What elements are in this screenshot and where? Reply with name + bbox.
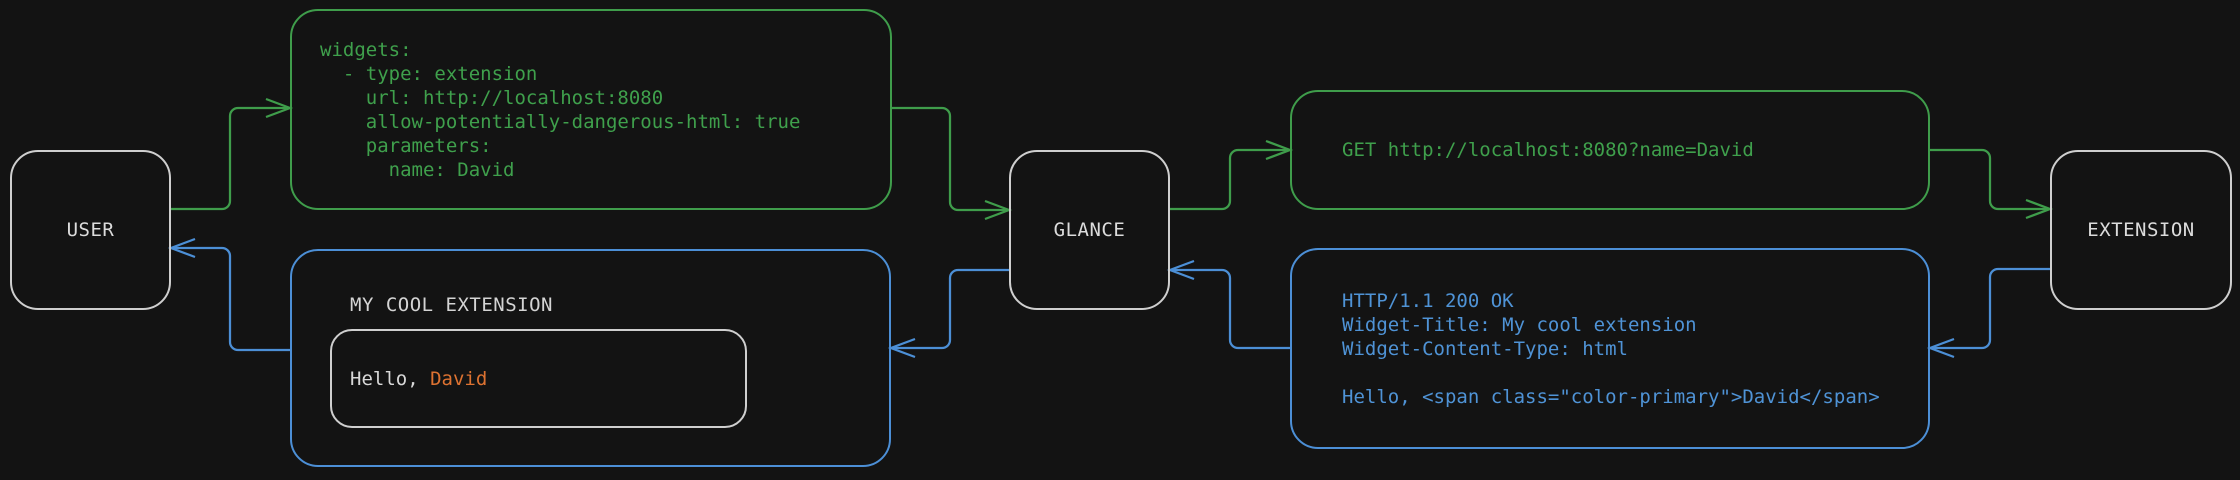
arrow-user-to-config: [171, 97, 294, 211]
arrow-request-to-extension: [1930, 148, 2054, 220]
widget-preview-title: MY COOL EXTENSION: [350, 294, 553, 316]
arrow-extension-to-response: [1926, 267, 2050, 359]
arrowhead-left-icon: [167, 237, 196, 259]
arrowhead-right-icon: [2025, 198, 2054, 220]
arrow-widget-to-user: [167, 237, 290, 352]
widget-preview-box: MY COOL EXTENSION Hello, David: [290, 249, 891, 467]
node-user-label: USER: [66, 219, 115, 241]
node-glance: GLANCE: [1009, 150, 1170, 310]
http-response-box: HTTP/1.1 200 OK Widget-Title: My cool ex…: [1290, 248, 1930, 449]
arrowhead-right-icon: [984, 199, 1013, 221]
node-glance-label: GLANCE: [1053, 219, 1126, 241]
http-response-code: HTTP/1.1 200 OK Widget-Title: My cool ex…: [1342, 289, 1880, 408]
widget-preview-content-box: Hello, David: [330, 329, 747, 428]
arrowhead-right-icon: [265, 97, 294, 119]
http-request-box: GET http://localhost:8080?name=David: [1290, 90, 1930, 210]
yaml-config-code: widgets: - type: extension url: http://l…: [320, 38, 801, 181]
node-user: USER: [10, 150, 171, 310]
arrow-config-to-glance: [892, 106, 1013, 221]
arrowhead-right-icon: [1265, 139, 1294, 161]
arrowhead-left-icon: [887, 337, 916, 359]
arrow-glance-to-request: [1170, 139, 1294, 211]
arrowhead-left-icon: [1166, 259, 1195, 281]
http-request-code: GET http://localhost:8080?name=David: [1342, 139, 1754, 161]
yaml-config-box: widgets: - type: extension url: http://l…: [290, 9, 892, 210]
arrow-glance-to-widget: [887, 268, 1009, 359]
greeting-name-highlight: David: [430, 367, 488, 390]
arrow-response-to-glance: [1166, 259, 1290, 350]
greeting-prefix: Hello,: [350, 367, 431, 390]
arrowhead-left-icon: [1926, 337, 1955, 359]
node-extension: EXTENSION: [2050, 150, 2232, 310]
node-extension-label: EXTENSION: [2087, 219, 2195, 241]
